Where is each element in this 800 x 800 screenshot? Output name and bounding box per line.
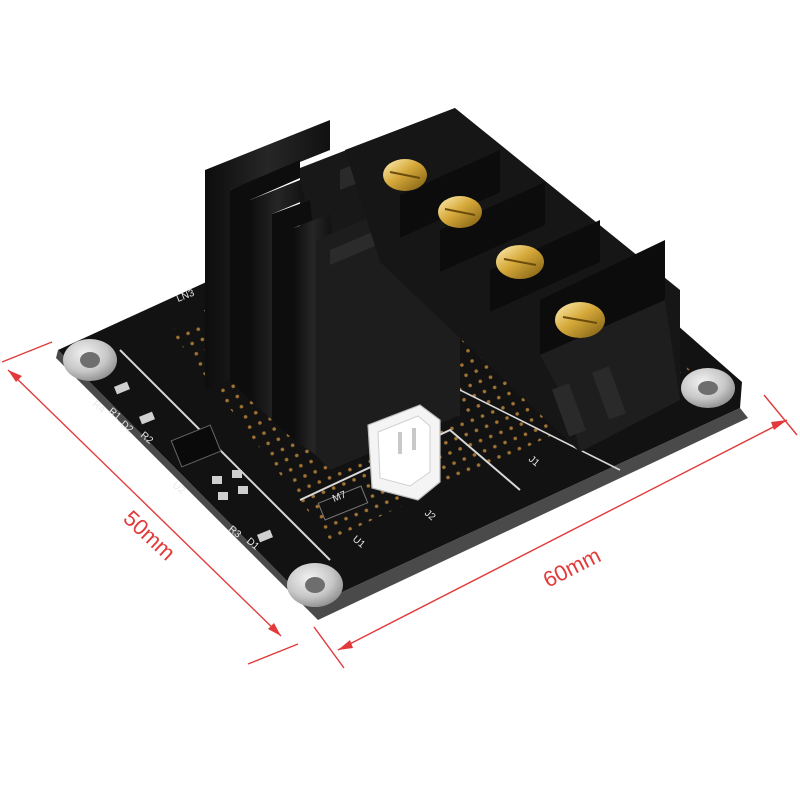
width-extension-left <box>313 626 345 669</box>
screw-slot <box>444 208 476 216</box>
arrow-head <box>8 370 22 382</box>
mount-hole-center <box>305 577 325 593</box>
connector-socket <box>377 415 431 487</box>
width-extension-right <box>763 394 798 436</box>
terminal-opening <box>551 383 587 437</box>
arrow-head <box>771 420 787 430</box>
solder-pad <box>232 470 242 478</box>
solder-pad <box>238 486 248 494</box>
connector-pin <box>398 432 402 454</box>
diode <box>317 485 369 521</box>
heatsink-fin <box>294 214 332 455</box>
screw-slot <box>503 258 537 266</box>
mount-hole-center <box>80 352 100 368</box>
silkscreen-line <box>439 379 621 471</box>
height-extension-top <box>1 341 53 363</box>
arrow-head <box>338 640 353 650</box>
mounting-holes <box>63 339 735 607</box>
solder-pad <box>218 492 228 500</box>
height-dimension-line <box>7 369 282 637</box>
solder-pad <box>212 476 222 484</box>
terminal-wall <box>490 220 600 312</box>
heatsink-fin <box>250 180 305 420</box>
mount-hole-center <box>698 381 718 395</box>
resistor <box>114 381 130 395</box>
height-extension-bottom <box>247 643 299 665</box>
mosfet-driver-u2 <box>170 424 222 468</box>
silkscreen-line <box>299 428 521 501</box>
terminal-wall <box>440 182 545 272</box>
terminal-opening <box>591 366 627 420</box>
smd-components <box>114 381 369 543</box>
heatsink-fin <box>230 160 300 400</box>
width-dimension-label: 60mm <box>539 542 605 592</box>
screw-slot <box>562 316 598 324</box>
silkscreen-line <box>119 349 331 561</box>
dimension-arrows <box>8 370 787 650</box>
arrow-head <box>268 623 281 636</box>
screw-slot <box>389 171 421 179</box>
terminal-screws <box>383 159 605 338</box>
width-dimension-line <box>337 419 788 651</box>
led <box>257 529 273 543</box>
terminal-wall <box>400 150 500 238</box>
heatsink-fin <box>272 200 312 440</box>
led <box>139 411 155 425</box>
screw-terminal-block <box>345 108 680 452</box>
pcb-edge <box>56 350 748 620</box>
j2-connector <box>367 404 441 501</box>
connector-pin <box>412 428 416 450</box>
silk-diode: M7 <box>331 489 348 505</box>
dimension-lines <box>1 341 798 669</box>
height-dimension-label: 50mm <box>119 505 181 565</box>
